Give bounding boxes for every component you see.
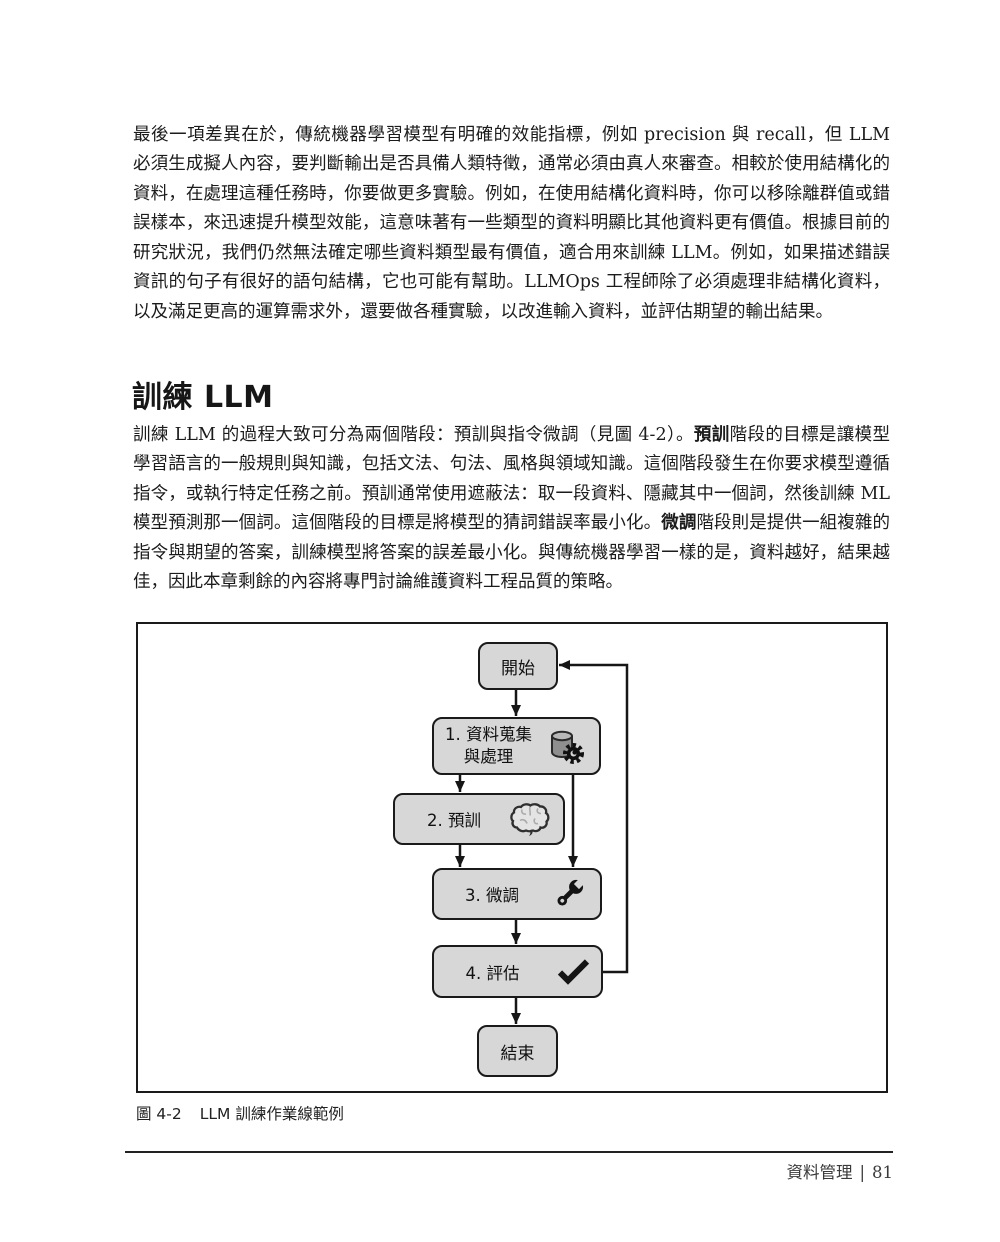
section-heading: 訓練 LLM [132, 380, 274, 416]
paragraph-training: 訓練 LLM 的過程大致可分為兩個階段：預訓與指令微調（見圖 4-2）。預訓階段… [133, 421, 890, 598]
figure-caption-number: 圖 4-2 [136, 1105, 182, 1123]
flow-node-label: 3. 微調 [465, 886, 519, 905]
flow-node-evaluation: 4. 評估 [432, 945, 603, 998]
flow-node-data-collection: 1. 資料蒐集與處理 [432, 717, 601, 775]
paragraph-segment: 訓練 LLM 的過程大致可分為兩個階段：預訓與指令微調（見圖 4-2）。 [133, 424, 694, 445]
flow-node-label: 1. 資料蒐集與處理 [445, 724, 532, 768]
flow-connectors [455, 660, 629, 1024]
flow-node-label: 2. 預訓 [427, 811, 481, 830]
footer-separator: | [859, 1163, 865, 1182]
page-footer: 資料管理 | 81 [786, 1159, 893, 1183]
footer-section-title: 資料管理 [786, 1163, 853, 1182]
term-finetuning: 微調 [661, 513, 697, 533]
flow-node-pretraining: 2. 預訓 [393, 793, 565, 845]
flow-node-label: 結束 [500, 1043, 535, 1064]
figure-4-2: 開始 1. 資料蒐集與處理 2. 預訓 [136, 622, 888, 1093]
flow-node-label: 4. 評估 [465, 963, 520, 983]
flow-node-finetuning: 3. 微調 [432, 868, 602, 920]
paragraph-intro: 最後一項差異在於，傳統機器學習模型有明確的效能指標，例如 precision 與… [133, 124, 890, 322]
figure-caption: 圖 4-2 LLM 訓練作業線範例 [136, 1102, 344, 1124]
wrench-icon [549, 874, 589, 914]
footer-rule [125, 1151, 893, 1153]
brain-icon [508, 801, 552, 838]
label-line2: 與處理 [463, 747, 514, 766]
flow-node-start: 開始 [478, 642, 558, 690]
term-pretraining: 預訓 [693, 424, 730, 445]
checkmark-icon [557, 958, 590, 985]
footer-page-number: 81 [872, 1163, 893, 1182]
figure-caption-title: LLM 訓練作業線範例 [199, 1105, 344, 1123]
flow-node-label: 開始 [501, 658, 535, 679]
database-gear-icon [544, 724, 588, 768]
label-line1: 1. 資料蒐集 [445, 725, 532, 745]
flow-node-end: 結束 [477, 1025, 558, 1077]
paragraph-segment: 階段的目標是讓模型學習語言的一般規則與知識，包括文法、句法、風格與領域知識。這個… [133, 424, 891, 534]
paragraph-segment: 階段則是提供一組複雜的指令與期望的答案，訓練模型將答案的誤差最小化。與傳統機器學… [133, 513, 891, 592]
